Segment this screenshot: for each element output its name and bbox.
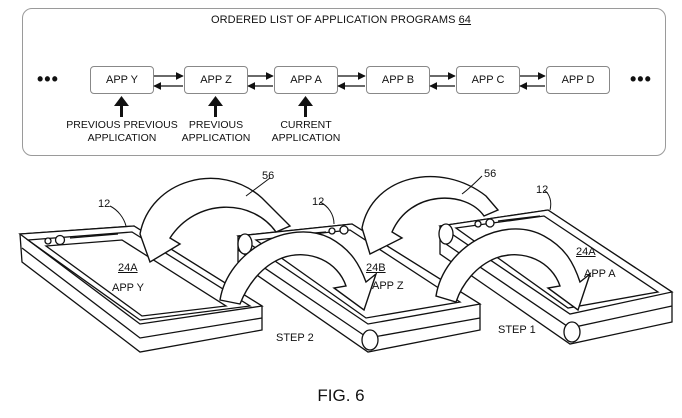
- app-box-z: APP Z: [184, 66, 248, 94]
- app-box-b: APP B: [366, 66, 430, 94]
- device-y-screen-ref: 24A: [118, 262, 138, 274]
- app-box-y: APP Y: [90, 66, 154, 94]
- pointer-label-previous-previous: PREVIOUS PREVIOUS APPLICATION: [62, 119, 182, 145]
- device-a-screen-ref: 24A: [576, 246, 596, 258]
- panel-title-ref: 64: [458, 14, 472, 26]
- device-y: [18, 225, 264, 353]
- panel-title-text: ORDERED LIST OF APPLICATION PROGRAMS: [210, 14, 456, 26]
- pointer-line-2: APPLICATION: [181, 132, 251, 144]
- device-z-app: APP Z: [372, 280, 404, 292]
- pointer-line-1: PREVIOUS: [188, 119, 244, 131]
- app-box-c: APP C: [456, 66, 520, 94]
- device-a-app: APP A: [584, 268, 616, 280]
- list-arrows: [153, 72, 546, 90]
- gesture-ref-right: 56: [484, 168, 497, 180]
- device-y-app: APP Y: [112, 282, 145, 294]
- pointer-arrows: [114, 96, 313, 117]
- device-y-ref: 12: [98, 198, 111, 210]
- pointer-line-1: CURRENT: [280, 119, 332, 131]
- pointer-label-current: CURRENT APPLICATION: [256, 119, 356, 145]
- device-a-ref: 12: [536, 184, 549, 196]
- ellipsis-right: •••: [630, 69, 652, 89]
- pointer-line-1: PREVIOUS PREVIOUS: [66, 119, 178, 131]
- figure-label: FIG. 6: [317, 386, 365, 405]
- step-1-label: STEP 1: [498, 324, 536, 336]
- pointer-label-previous: PREVIOUS APPLICATION: [166, 119, 266, 145]
- gesture-arc-right: [361, 175, 592, 312]
- pointer-line-2: APPLICATION: [271, 132, 341, 144]
- pointer-line-2: APPLICATION: [87, 132, 157, 144]
- gesture-ref-left: 56: [262, 170, 275, 182]
- device-z-screen-ref: 24B: [366, 262, 386, 274]
- app-box-d: APP D: [546, 66, 610, 94]
- device-z-ref: 12: [312, 196, 325, 208]
- leader-lines: [109, 175, 552, 227]
- step-2-label: STEP 2: [276, 332, 314, 344]
- gesture-arc-left: [139, 177, 378, 312]
- ellipsis-left: •••: [37, 69, 59, 89]
- app-box-a: APP A: [274, 66, 338, 94]
